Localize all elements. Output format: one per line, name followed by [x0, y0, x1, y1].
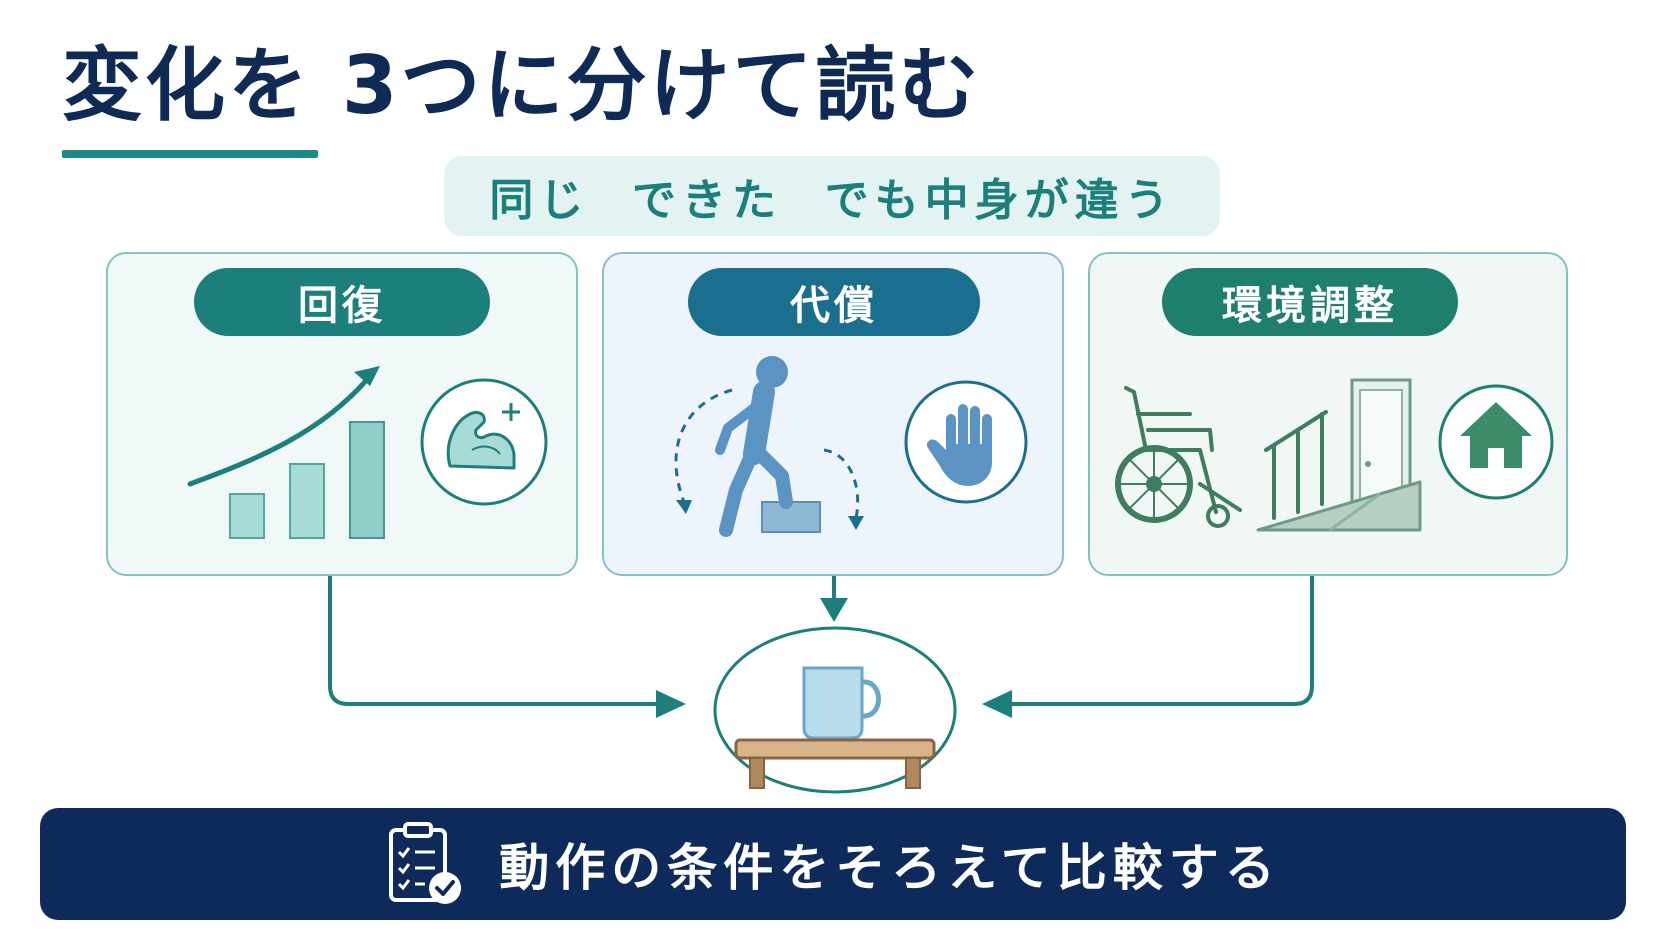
raised-hand-icon — [904, 380, 1028, 504]
arrow-head-down — [820, 598, 848, 622]
person-stepping-illustration — [674, 356, 864, 537]
arrow-from-recovery — [328, 576, 660, 706]
curved-dashed-arrow-right-icon — [823, 448, 864, 530]
growth-chart-illustration — [187, 366, 385, 539]
ramp-icon — [1256, 480, 1422, 532]
mug-icon — [802, 666, 881, 740]
card-recovery-label: 回復 — [194, 268, 490, 336]
muscle-arm-plus-icon — [420, 378, 548, 506]
card-compensation-label: 代償 — [688, 268, 980, 336]
mug-on-table-icon — [713, 626, 957, 794]
handrail-icon — [1264, 410, 1328, 520]
table-icon — [734, 738, 936, 789]
trend-arrow-icon — [187, 366, 380, 487]
title-underline — [62, 150, 318, 158]
wheelchair-icon — [1115, 386, 1242, 528]
card-recovery: 回復 — [106, 252, 578, 576]
subtitle-text: 同じ できた でも中身が違う — [489, 175, 1175, 226]
arrow-head-left — [982, 690, 1012, 718]
conclusion-text: 動作の条件をそろえて比較する — [499, 839, 1281, 897]
subtitle-pill: 同じ できた でも中身が違う — [444, 156, 1220, 236]
card-environment: 環境調整 — [1088, 252, 1568, 576]
card-compensation: 代償 — [602, 252, 1064, 576]
curved-dashed-arrow-left-icon — [674, 388, 733, 514]
wheelchair-ramp-illustration — [1115, 378, 1422, 532]
step-box-icon — [761, 501, 821, 533]
arrow-head-right — [656, 690, 686, 718]
house-icon — [1438, 384, 1554, 500]
clipboard-checklist-icon — [389, 822, 462, 904]
person-icon — [715, 356, 793, 537]
arrow-from-environment — [1006, 576, 1314, 706]
bar-chart-icon — [229, 421, 385, 539]
page-title: 変化を 3つに分けて読む — [62, 39, 982, 132]
conclusion-bar: 動作の条件をそろえて比較する — [40, 808, 1626, 920]
card-environment-label: 環境調整 — [1162, 268, 1458, 336]
